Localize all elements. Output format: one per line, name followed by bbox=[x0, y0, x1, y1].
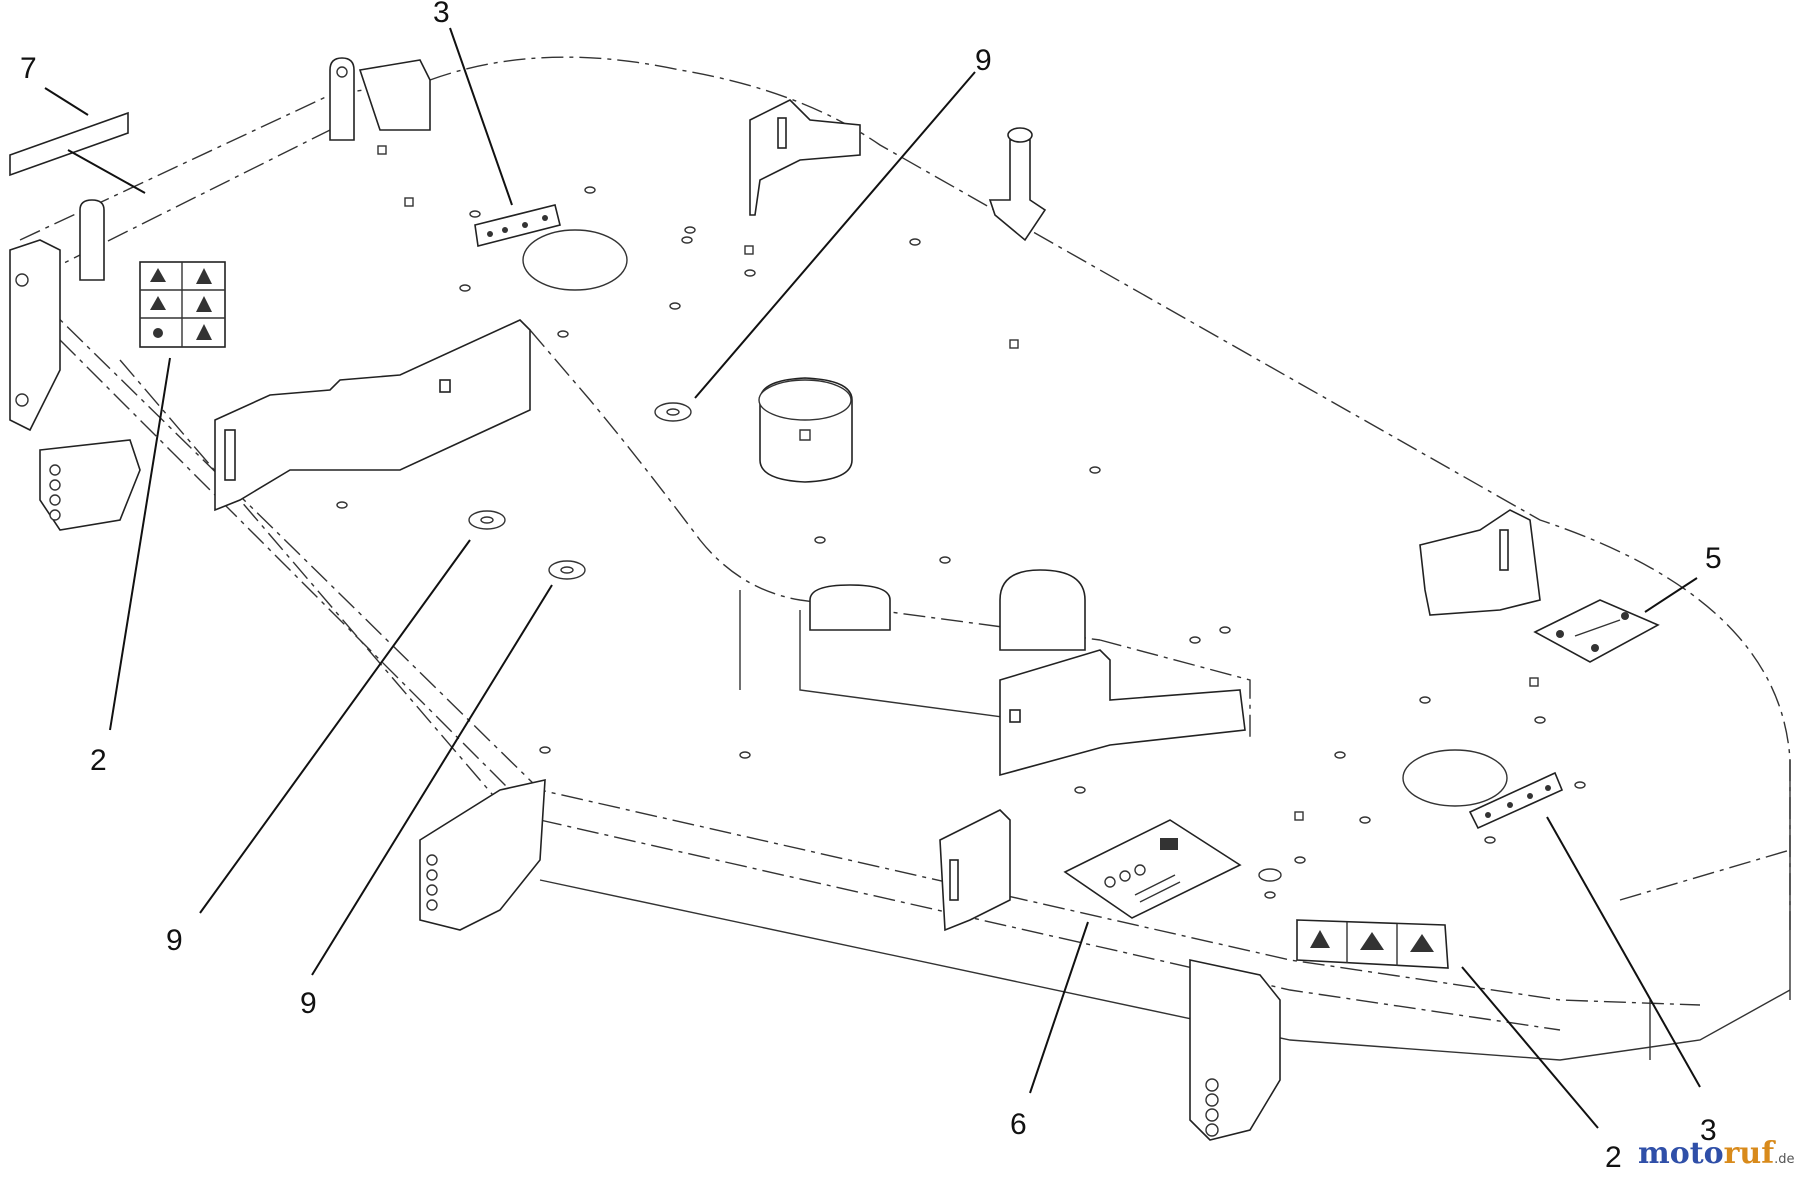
callout-5: 5 bbox=[1705, 542, 1722, 575]
decal-warning-strip-item-3-bottom bbox=[1468, 771, 1564, 830]
callout-9-mid: 9 bbox=[166, 924, 183, 957]
decal-warning-strip-item-3-top bbox=[474, 204, 561, 247]
callout-labels: 7 3 9 2 9 9 5 6 2 3 bbox=[20, 0, 1722, 1174]
watermark-part-a: moto bbox=[1638, 1136, 1724, 1171]
decal-item-5 bbox=[1533, 599, 1660, 663]
decal-operation-item-6 bbox=[1063, 819, 1242, 919]
watermark-suffix: .de bbox=[1774, 1152, 1794, 1167]
motoruf-watermark: motoruf.de bbox=[1638, 1136, 1795, 1171]
deck-openings bbox=[336, 145, 1586, 899]
callout-2-bottom: 2 bbox=[1605, 1141, 1622, 1174]
callout-2-left: 2 bbox=[90, 744, 107, 777]
callout-7: 7 bbox=[20, 52, 37, 85]
decal-strip-item-7 bbox=[9, 111, 129, 177]
decal-safety-six-panel-item-2-left bbox=[139, 261, 226, 348]
callout-3-bottom: 3 bbox=[1700, 1114, 1717, 1147]
callout-3-top: 3 bbox=[433, 0, 450, 29]
decal-safety-three-panel-item-2-bottom bbox=[1296, 919, 1449, 969]
svg-text:motoruf.de: motoruf.de bbox=[1638, 1136, 1795, 1171]
watermark-part-b: ruf bbox=[1724, 1136, 1777, 1171]
left-hitch-frame bbox=[9, 57, 431, 531]
deck-brackets bbox=[214, 99, 1541, 1141]
callout-6: 6 bbox=[1010, 1108, 1027, 1141]
callout-9-low: 9 bbox=[300, 987, 317, 1020]
leader-lines bbox=[44, 27, 1701, 1129]
callout-9-top: 9 bbox=[975, 44, 992, 77]
